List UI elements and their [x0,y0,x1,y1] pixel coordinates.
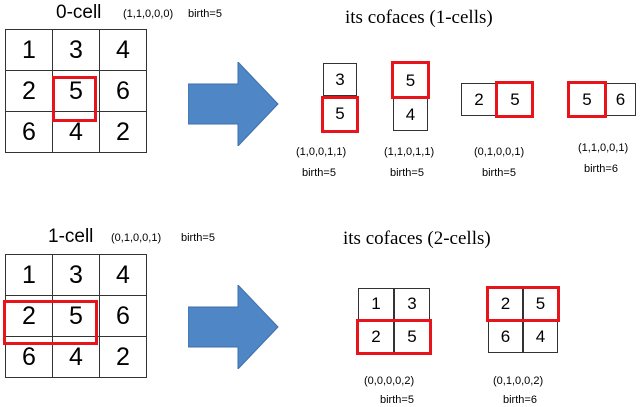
coface-highlight [567,81,607,118]
coface-cell: 5 [497,83,533,116]
bottom-cell-tuple: (0,1,0,0,1) [111,232,162,244]
coface-highlight [486,286,560,322]
bottom-highlight [3,300,98,345]
coface-tuple: (1,1,0,1,1) [384,146,435,158]
coface-highlight [391,61,430,99]
coface-cell: 6 [488,320,523,353]
coface-birth: birth=6 [503,394,537,406]
grid-cell: 5 [53,71,100,112]
bottom-arrow-icon [188,285,279,369]
coface-highlight [495,81,534,118]
coface-tuple: (0,1,0,0,1) [474,146,525,158]
grid-cell: 6 [100,71,147,112]
grid-cell: 6 [6,337,53,378]
grid-cell: 2 [6,71,53,112]
bottom-cell-birth: birth=5 [181,232,215,244]
coface-cell: 3 [323,63,357,96]
grid-cell: 4 [53,112,100,153]
grid-cell: 4 [53,337,100,378]
top-grid: 1 3 4 2 5 6 6 4 2 [5,29,147,153]
top-cell-birth: birth=5 [188,8,222,20]
coface-tuple: (1,1,0,0,1) [578,142,629,154]
coface-cell: 4 [393,98,428,131]
coface-highlight [321,96,359,133]
coface-birth: birth=6 [584,163,618,175]
bottom-cell-label: 1-cell [48,226,94,247]
bottom-cofaces-title: its cofaces (2-cells) [343,228,491,249]
top-arrow-icon [188,62,279,146]
coface-cell: 3 [394,288,430,320]
top-cofaces-title: its cofaces (1-cells) [345,7,493,28]
coface-tuple: (1,0,0,1,1) [296,146,347,158]
grid-cell: 6 [6,112,53,153]
grid-cell: 2 [6,296,53,337]
coface-cell: 1 [358,288,394,320]
grid-cell: 3 [53,30,100,71]
coface-birth: birth=5 [390,167,424,179]
grid-cell: 2 [100,337,147,378]
top-cell-label: 0-cell [56,2,102,23]
grid-cell: 4 [100,30,147,71]
coface-cell: 4 [523,320,558,353]
grid-cell: 1 [6,30,53,71]
grid-cell: 6 [100,296,147,337]
coface-birth: birth=5 [380,394,414,406]
grid-cell: 4 [100,255,147,296]
coface-birth: birth=5 [482,167,516,179]
coface-birth: birth=5 [302,167,336,179]
coface-cell: 6 [605,83,636,116]
coface-tuple: (0,0,0,0,2) [364,375,415,387]
coface-cell: 2 [461,83,497,116]
top-highlight [52,76,97,122]
grid-cell: 3 [53,255,100,296]
coface-highlight [356,319,432,355]
coface-cell: 2 [358,320,394,353]
grid-cell: 5 [53,296,100,337]
grid-cell: 1 [6,255,53,296]
coface-tuple: (0,1,0,0,2) [493,375,544,387]
top-cell-tuple: (1,1,0,0,0) [123,8,174,20]
grid-cell: 2 [100,112,147,153]
